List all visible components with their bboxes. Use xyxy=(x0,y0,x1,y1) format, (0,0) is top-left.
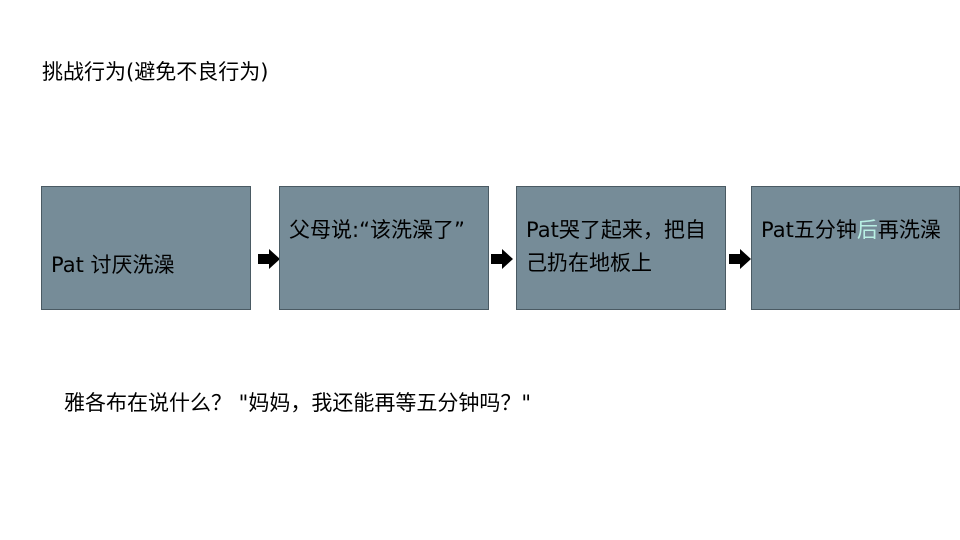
step-text-1: Pat 讨厌洗澡 xyxy=(51,253,175,277)
step-text-4: Pat五分钟后再洗澡 xyxy=(761,214,953,247)
step-box-4: Pat五分钟后再洗澡 xyxy=(751,186,960,310)
question-text: 雅各布在说什么？ "妈妈，我还能再等五分钟吗？" xyxy=(64,391,531,415)
arrow-right-icon xyxy=(729,249,751,269)
step-text-4-highlight: 后 xyxy=(856,218,878,242)
slide-title: 挑战行为(避免不良行为) xyxy=(42,60,269,84)
step-box-1: Pat 讨厌洗澡 xyxy=(41,186,251,310)
step-text-2: 父母说:“该洗澡了” xyxy=(289,218,465,242)
step-box-3: Pat哭了起来，把自己扔在地板上 xyxy=(516,186,726,310)
step-text-3: Pat哭了起来，把自己扔在地板上 xyxy=(526,218,706,275)
arrow-right-icon xyxy=(491,249,513,269)
step-text-4-after: 再洗澡 xyxy=(877,218,941,242)
arrow-right-icon xyxy=(258,249,280,269)
step-box-2: 父母说:“该洗澡了” xyxy=(279,186,489,310)
step-text-4-before: Pat五分钟 xyxy=(761,218,857,242)
